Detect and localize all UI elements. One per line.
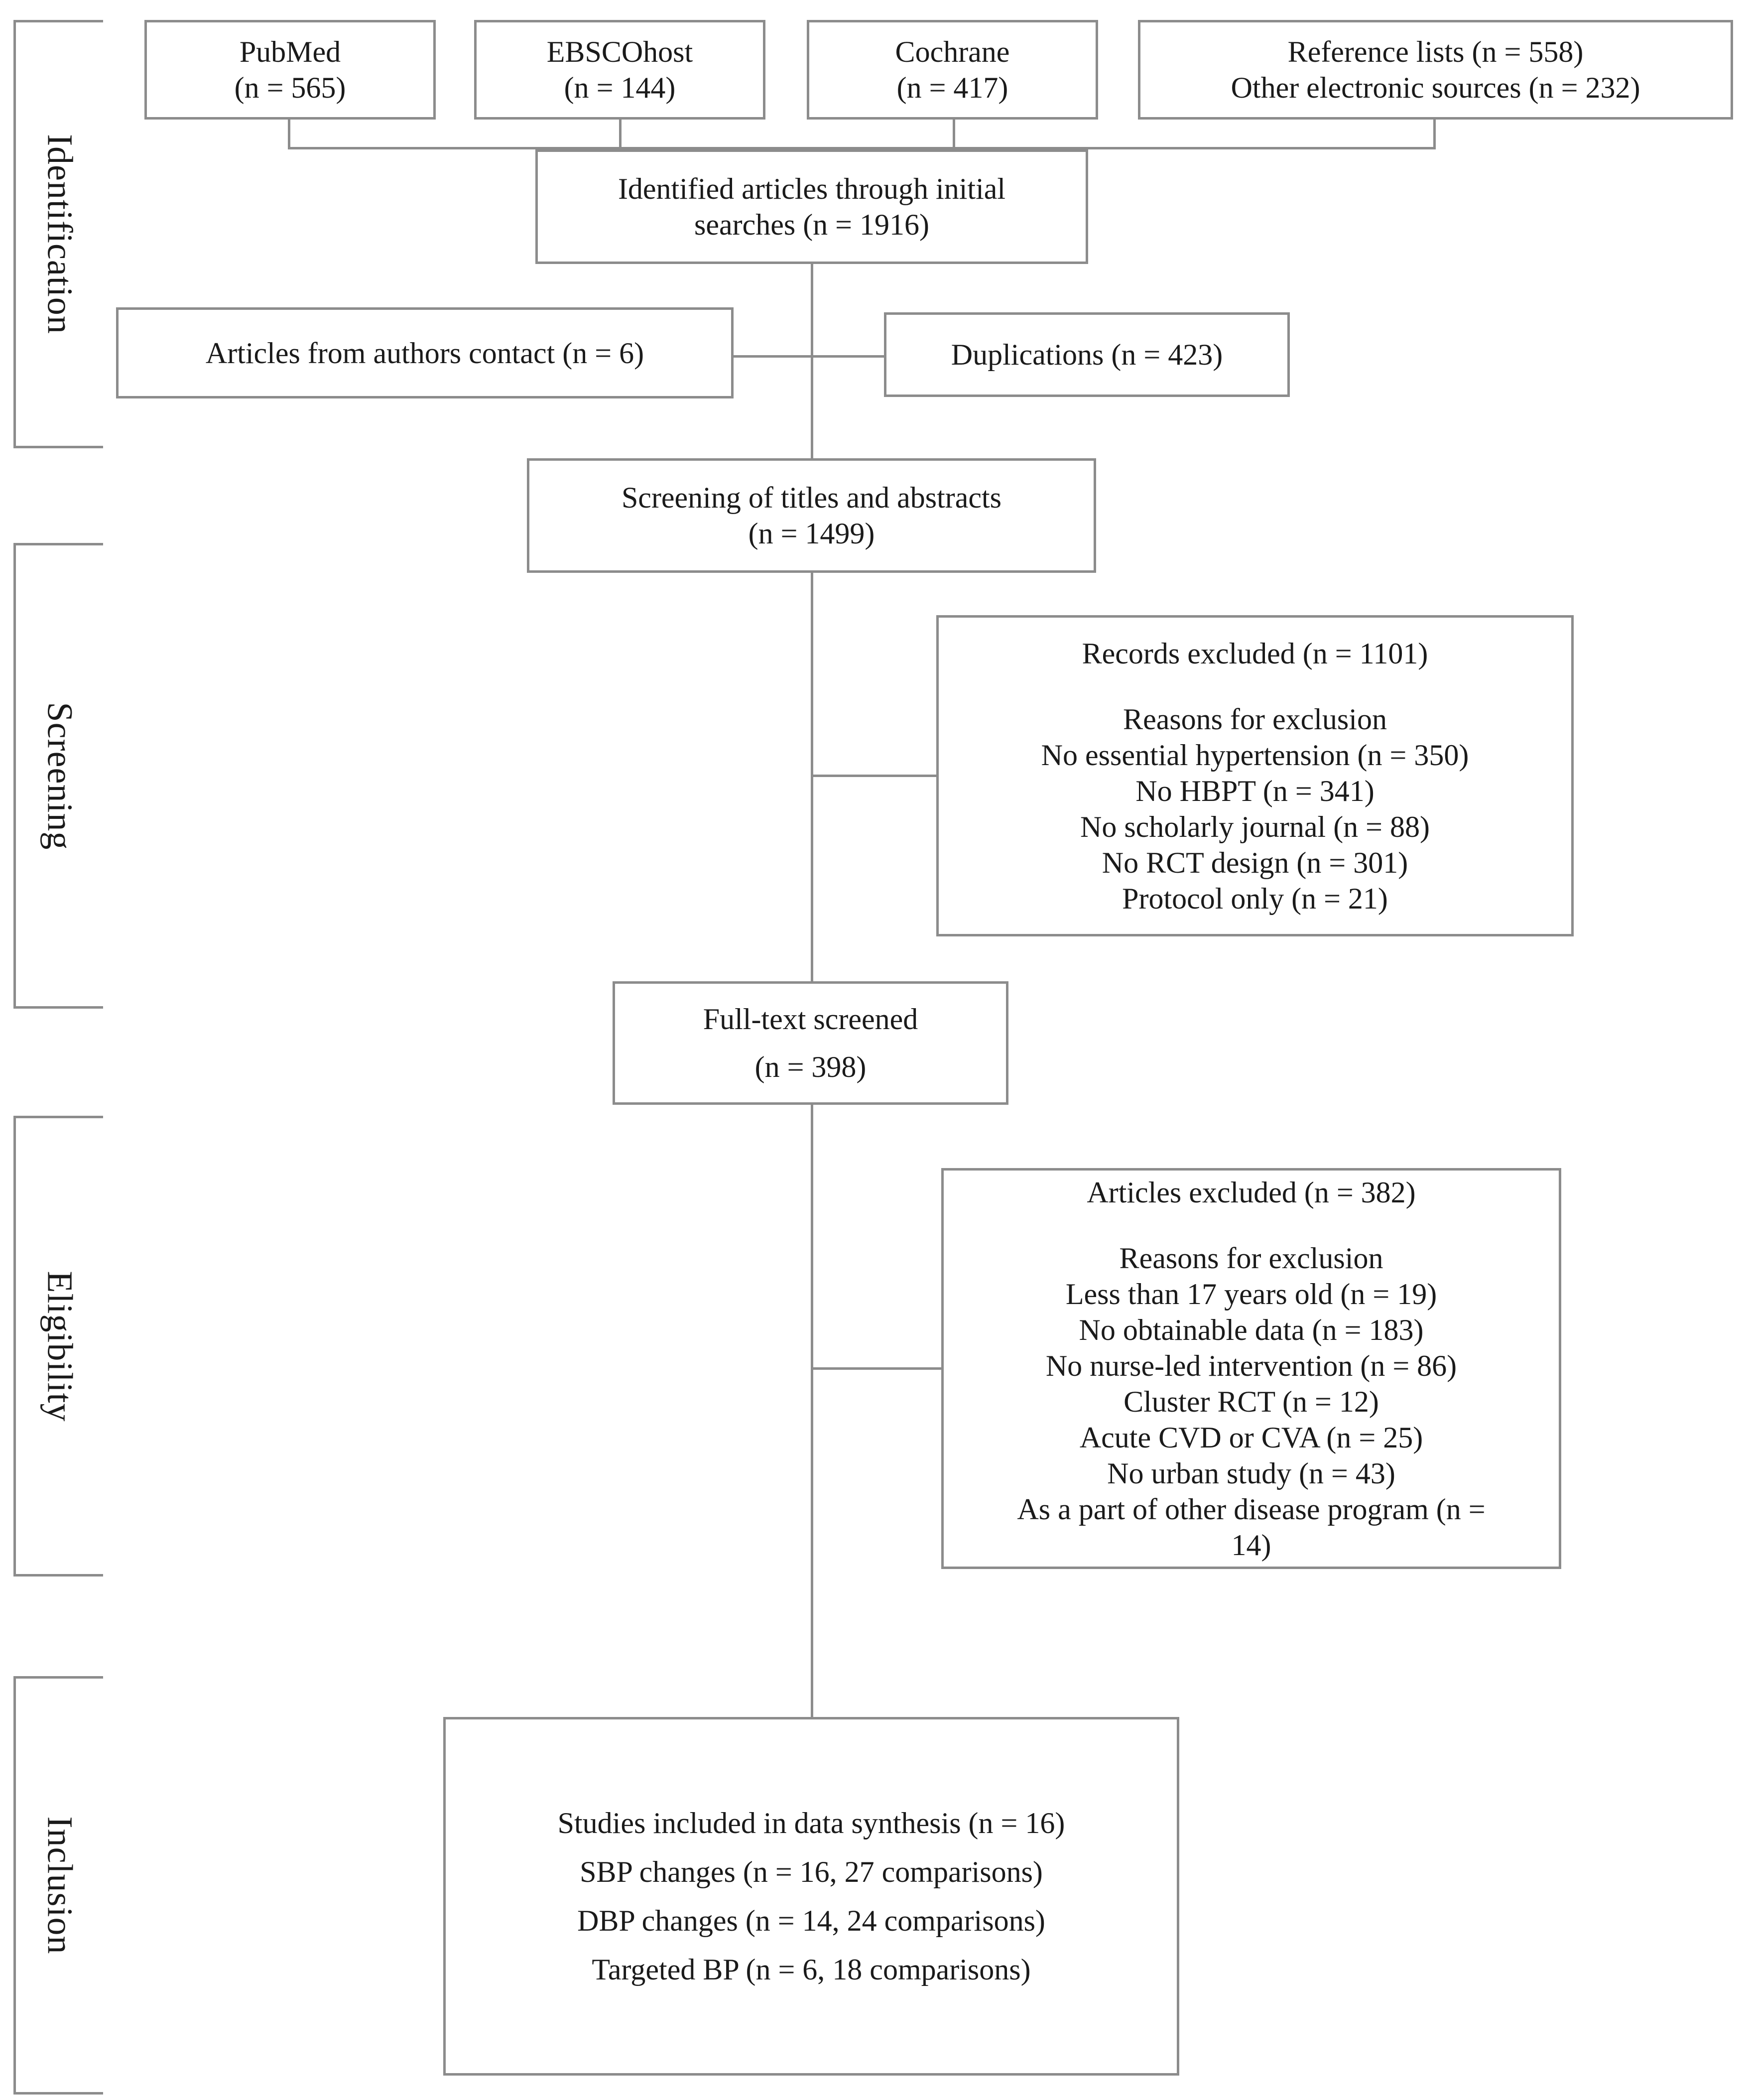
stage-identification-label: Identification [40, 134, 80, 334]
connector-records-excluded [811, 775, 938, 777]
screening-line2: (n = 1499) [748, 517, 875, 550]
source-cochrane-box: Cochrane (n = 417) [807, 20, 1098, 120]
records-excluded-heading: Reasons for exclusion [1123, 702, 1387, 736]
source-cochrane-name: Cochrane [895, 35, 1010, 68]
records-excluded-title: Records excluded (n = 1101) [1082, 637, 1428, 670]
records-excluded-reason: No scholarly journal (n = 88) [1080, 810, 1430, 843]
records-excluded-reason: Protocol only (n = 21) [1122, 882, 1388, 915]
fulltext-line1: Full-text screened [703, 1003, 918, 1036]
identified-line2: searches (n = 1916) [694, 208, 929, 241]
articles-excluded-title: Articles excluded (n = 382) [1087, 1176, 1416, 1209]
connector-sources-bar [288, 147, 1436, 149]
records-excluded-reason: No essential hypertension (n = 350) [1041, 738, 1469, 772]
stage-inclusion-label: Inclusion [40, 1816, 80, 1955]
articles-excluded-reason: Less than 17 years old (n = 19) [1065, 1277, 1437, 1311]
stage-screening-label: Screening [40, 702, 80, 850]
articles-excluded-reason: No obtainable data (n = 183) [1079, 1313, 1424, 1346]
duplications-text: Duplications (n = 423) [951, 338, 1223, 371]
source-pubmed-box: PubMed (n = 565) [144, 20, 436, 120]
articles-excluded-reason: As a part of other disease program (n = [1017, 1492, 1486, 1526]
source-cochrane-count: (n = 417) [896, 71, 1008, 104]
stage-eligibility-label: Eligibility [40, 1270, 80, 1422]
screening-line1: Screening of titles and abstracts [621, 481, 1002, 514]
included-line: DBP changes (n = 14, 24 comparisons) [577, 1904, 1045, 1937]
authors-contact-text: Articles from authors contact (n = 6) [205, 336, 644, 370]
source-pubmed-name: PubMed [239, 35, 341, 68]
authors-contact-box: Articles from authors contact (n = 6) [116, 307, 734, 398]
included-line: Targeted BP (n = 6, 18 comparisons) [592, 1953, 1031, 1986]
connector-ebsco [619, 117, 622, 149]
connector-cochrane [953, 117, 955, 149]
fulltext-box: Full-text screened (n = 398) [613, 981, 1008, 1105]
articles-excluded-reason: No urban study (n = 43) [1107, 1456, 1395, 1490]
stage-screening: Screening [13, 543, 103, 1009]
fulltext-line2: (n = 398) [754, 1050, 867, 1083]
connector-pubmed [288, 117, 290, 149]
stage-eligibility: Eligibility [13, 1116, 103, 1576]
source-reference-line1: Reference lists (n = 558) [1287, 35, 1584, 68]
source-ebsco-name: EBSCOhost [546, 35, 693, 68]
articles-excluded-reason: 14) [1231, 1528, 1271, 1562]
source-ebsco-box: EBSCOhost (n = 144) [474, 20, 765, 120]
source-pubmed-count: (n = 565) [234, 71, 346, 104]
articles-excluded-heading: Reasons for exclusion [1119, 1241, 1383, 1275]
duplications-box: Duplications (n = 423) [884, 312, 1290, 397]
connector-identified-screening [811, 262, 813, 458]
identified-line1: Identified articles through initial [618, 172, 1006, 205]
articles-excluded-reason: Acute CVD or CVA (n = 25) [1079, 1421, 1423, 1454]
records-excluded-reason: No HBPT (n = 341) [1135, 774, 1374, 807]
connector-articles-excluded [811, 1367, 943, 1370]
included-box: Studies included in data synthesis (n = … [443, 1717, 1179, 2076]
records-excluded-box: Records excluded (n = 1101) Reasons for … [936, 615, 1574, 936]
connector-side-boxes [732, 355, 886, 358]
articles-excluded-reason: Cluster RCT (n = 12) [1124, 1385, 1379, 1418]
screening-box: Screening of titles and abstracts (n = 1… [527, 458, 1096, 573]
connector-reference [1433, 117, 1436, 149]
identified-box: Identified articles through initial sear… [535, 149, 1088, 264]
connector-fulltext-included [811, 1103, 813, 1721]
stage-inclusion: Inclusion [13, 1676, 103, 2095]
included-line: Studies included in data synthesis (n = … [557, 1807, 1065, 1839]
source-reference-box: Reference lists (n = 558) Other electron… [1138, 20, 1733, 120]
articles-excluded-box: Articles excluded (n = 382) Reasons for … [941, 1168, 1561, 1569]
stage-identification: Identification [13, 20, 103, 448]
source-reference-line2: Other electronic sources (n = 232) [1231, 71, 1640, 104]
records-excluded-reason: No RCT design (n = 301) [1102, 846, 1408, 879]
source-ebsco-count: (n = 144) [564, 71, 676, 104]
articles-excluded-reason: No nurse-led intervention (n = 86) [1045, 1349, 1457, 1382]
included-line: SBP changes (n = 16, 27 comparisons) [580, 1855, 1043, 1888]
